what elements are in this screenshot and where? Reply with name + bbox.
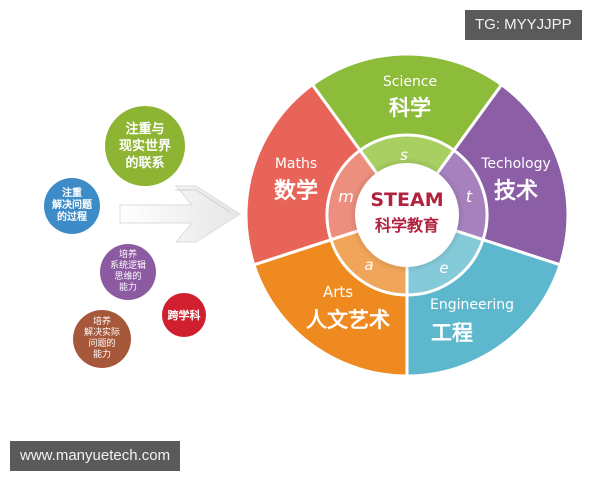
bubble-logic: 培养 系统逻辑 思维的 能力: [100, 244, 156, 300]
science-letter: s: [400, 146, 408, 164]
technology-zh-label: 技术: [494, 179, 538, 204]
technology-letter: t: [466, 187, 473, 206]
bubble-label: 培养 系统逻辑 思维的 能力: [109, 250, 146, 293]
bubble-real-world: 注重与 现实世界 的联系: [105, 106, 185, 186]
engineering-en-label: Engineering: [430, 297, 514, 313]
maths-letter: m: [338, 187, 354, 206]
center-circle: [355, 163, 459, 267]
arts-letter: a: [364, 256, 373, 274]
arts-zh-label: 人文艺术: [306, 308, 390, 332]
engineering-letter: e: [439, 259, 448, 277]
bubble-label: 注重与 现实世界 的联系: [118, 121, 171, 171]
watermark-tg: TG: MYYJJPP: [465, 10, 582, 40]
science-zh-label: 科学: [389, 96, 431, 120]
bubble-label: 注重 解决问题 的过程: [52, 188, 92, 223]
bubble-practical: 培养 解决实际 问题的 能力: [73, 310, 131, 368]
center-subtitle: 科学教育: [375, 216, 439, 235]
bubble-label: 培养 解决实际 问题的 能力: [83, 317, 120, 360]
technology-en-label: Techology: [480, 156, 551, 172]
arrow-icon: [119, 185, 241, 243]
engineering-zh-label: 工程: [431, 321, 473, 345]
watermark-website: www.manyuetech.com: [10, 441, 181, 471]
science-en-label: Science: [383, 74, 437, 90]
bubble-cross-discipline: 跨学科: [162, 293, 206, 337]
center-title: STEAM: [370, 189, 443, 211]
maths-zh-label: 数学: [274, 178, 318, 204]
arts-en-label: Arts: [323, 283, 353, 301]
bubble-label: 跨学科: [167, 309, 201, 322]
bubble-problem-process: 注重 解决问题 的过程: [44, 178, 100, 234]
maths-en-label: Maths: [275, 156, 317, 172]
